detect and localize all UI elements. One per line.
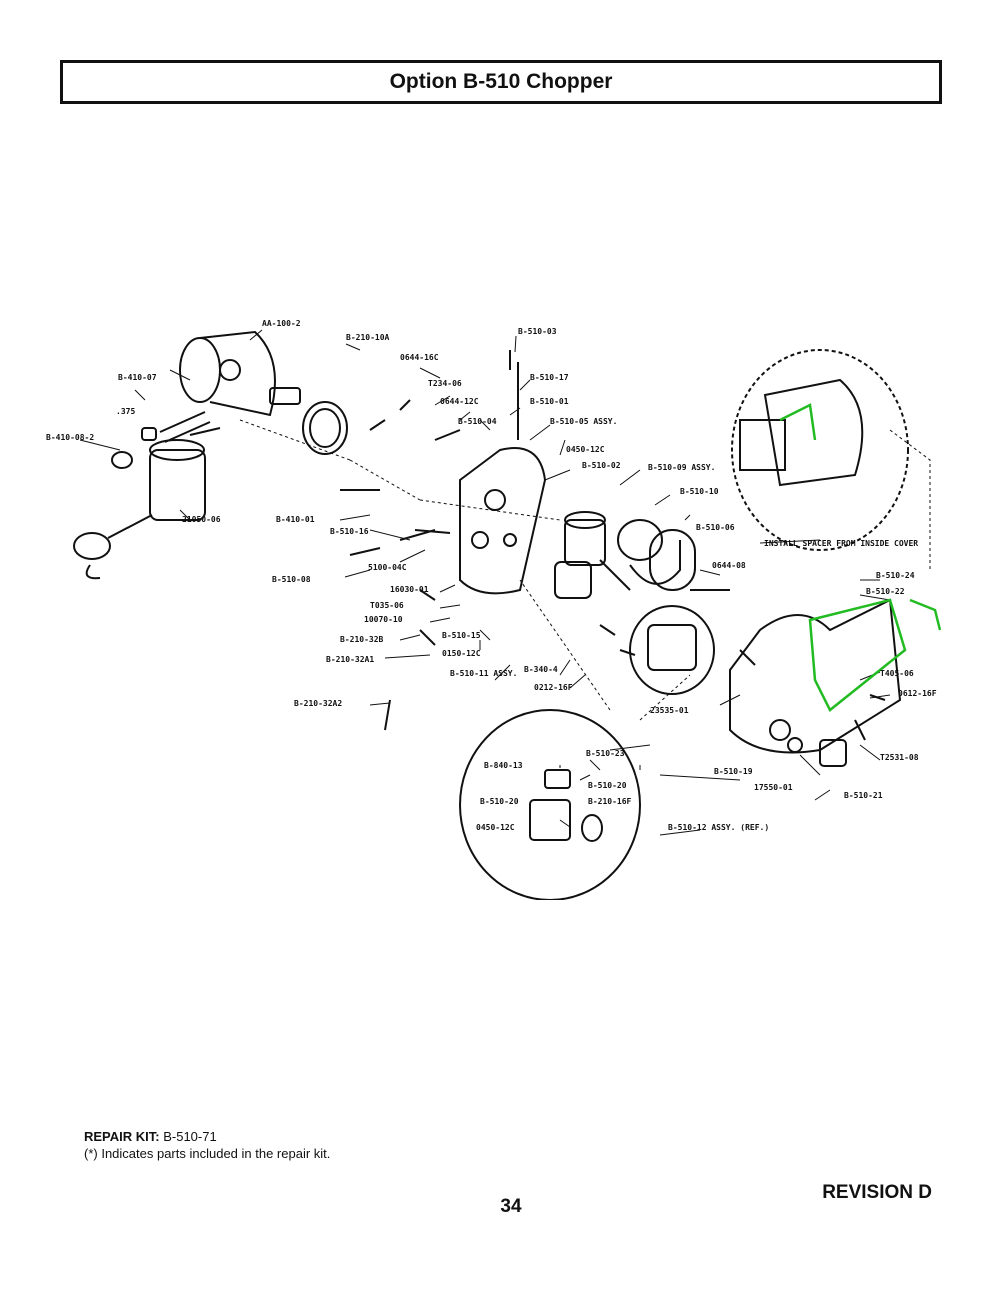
- callout-label: B-510-03: [518, 327, 557, 336]
- callout-label: AA-100-2: [262, 319, 301, 328]
- callout-label: B-210-32A2: [294, 699, 342, 708]
- assembly-detail-circle: [459, 709, 641, 900]
- cylinder-parts: [554, 511, 730, 599]
- callout-label: B-510-01: [530, 397, 569, 406]
- callout-label: B-510-19: [714, 767, 753, 776]
- callout-label: B-510-11 ASSY.: [450, 669, 517, 678]
- callout-label: 21050-06: [182, 515, 221, 524]
- o-ring-part: [302, 401, 348, 455]
- callout-label: B-510-23: [586, 749, 625, 758]
- callout-labels: AA-100-2 B-210-10A B-510-03 0644-16C B-5…: [46, 319, 937, 832]
- shaft-assembly-part: [73, 411, 221, 580]
- callout-label: B-210-32A1: [326, 655, 374, 664]
- gearmotor-part: [179, 330, 301, 417]
- callout-label: B-510-20: [480, 797, 519, 806]
- small-assembly-part: [529, 769, 603, 842]
- callout-label: T2531-08: [880, 753, 919, 762]
- callout-label: B-510-22: [866, 587, 905, 596]
- callout-label: B-510-06: [696, 523, 735, 532]
- callout-label: .375: [116, 407, 135, 416]
- repair-kit-note: REPAIR KIT: B-510-71 (*) Indicates parts…: [84, 1128, 330, 1162]
- callout-label: B-510-02: [582, 461, 621, 470]
- callout-label: 0644-16C: [400, 353, 439, 362]
- coupling-detail-circle: [629, 605, 715, 695]
- callout-label: B-510-17: [530, 373, 569, 382]
- callout-label: 0450-12C: [566, 445, 605, 454]
- callout-label: INSTALL SPACER FROM INSIDE COVER: [764, 539, 918, 548]
- callout-label: 0450-12C: [476, 823, 515, 832]
- callout-label: B-510-12 ASSY. (REF.): [668, 823, 769, 832]
- callout-label: 17550-01: [754, 783, 793, 792]
- repair-kit-line: REPAIR KIT: B-510-71: [84, 1128, 330, 1145]
- callout-label: B-410-08-2: [46, 433, 94, 442]
- callout-label: B-510-24: [876, 571, 915, 580]
- housing-plate-part: [459, 447, 547, 595]
- callout-label: T035-06: [370, 601, 404, 610]
- callout-label: 0644-12C: [440, 397, 479, 406]
- page-number: 34: [500, 1196, 522, 1217]
- callout-label: T234-06: [428, 379, 462, 388]
- highlight-markup: [779, 403, 942, 712]
- callout-label: B-510-16: [330, 527, 369, 536]
- callout-label: 5100-04C: [368, 563, 407, 572]
- callout-label: 0644-08: [712, 561, 746, 570]
- dashed-leaders: [239, 419, 931, 721]
- callout-label: B-510-09 ASSY.: [648, 463, 715, 472]
- callout-label: B-510-10: [680, 487, 719, 496]
- callout-label: B-840-13: [484, 761, 523, 770]
- callout-label: B-210-16F: [588, 797, 632, 806]
- callout-label: 0150-12C: [442, 649, 481, 658]
- chopper-cover-part: [729, 598, 902, 767]
- repair-kit-value: B-510-71: [159, 1129, 217, 1144]
- callout-label: B-410-01: [276, 515, 315, 524]
- callout-label: 0212-16F: [534, 683, 573, 692]
- callout-label: 23535-01: [650, 706, 689, 715]
- repair-kit-label: REPAIR KIT:: [84, 1129, 160, 1144]
- callout-label: B-510-08: [272, 575, 311, 584]
- exploded-parts-diagram: AA-100-2 B-210-10A B-510-03 0644-16C B-5…: [46, 319, 942, 900]
- callout-label: B-510-05 ASSY.: [550, 417, 617, 426]
- leader-lines: [79, 329, 891, 836]
- callout-label: B-510-15: [442, 631, 481, 640]
- spacer-detail-circle: [731, 349, 909, 551]
- callout-label: 10070-10: [364, 615, 403, 624]
- revision-label: REVISION D: [822, 1182, 932, 1203]
- callout-label: B-510-04: [458, 417, 497, 426]
- page-title: Option B-510 Chopper: [389, 70, 613, 93]
- repair-kit-footnote: (*) Indicates parts included in the repa…: [84, 1146, 331, 1161]
- callout-label: B-510-21: [844, 791, 883, 800]
- callout-label: B-410-07: [118, 373, 157, 382]
- fastener-parts: [340, 350, 886, 741]
- callout-label: 16030-01: [390, 585, 429, 594]
- spacer-cover-part: [739, 378, 864, 487]
- callout-label: B-210-10A: [346, 333, 390, 342]
- callout-label: T405-06: [880, 669, 914, 678]
- page-title-box: Option B-510 Chopper: [60, 60, 942, 104]
- callout-label: B-510-20: [588, 781, 627, 790]
- callout-label: 0612-16F: [898, 689, 937, 698]
- callout-label: B-340-4: [524, 665, 558, 674]
- callout-label: B-210-32B: [340, 635, 384, 644]
